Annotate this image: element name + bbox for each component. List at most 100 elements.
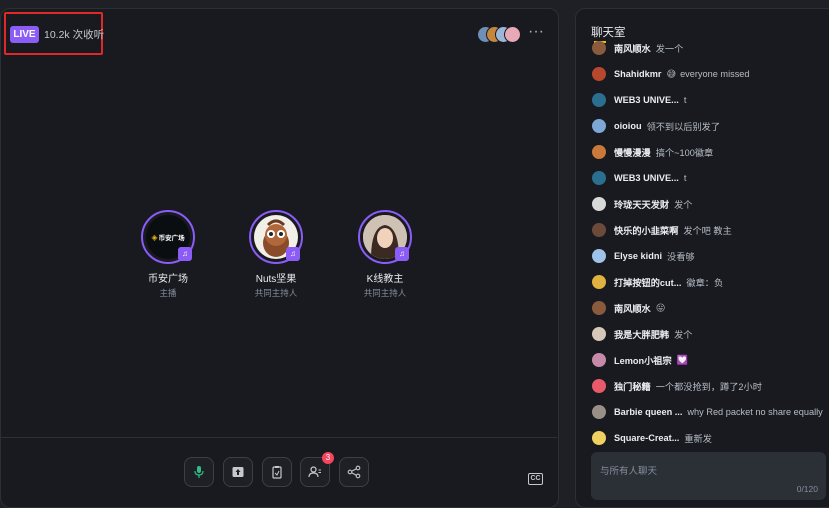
chat-username[interactable]: 南风顺水 [614, 304, 651, 314]
chat-user-avatar[interactable] [592, 405, 606, 419]
chat-username[interactable]: WEB3 UNIVE... [614, 95, 679, 105]
speaker-avatar-ring: ♫ [249, 210, 303, 264]
chat-user-avatar[interactable] [592, 275, 606, 289]
speaker-cohost-2[interactable]: ♫ K线教主 共同主持人 [345, 210, 425, 299]
chat-user-avatar[interactable] [592, 223, 606, 237]
chat-user-avatar[interactable] [592, 249, 606, 263]
chat-message: oioiou 领不到以后别发了 [592, 118, 720, 134]
microphone-button[interactable] [184, 457, 214, 487]
chat-message: Elyse kidni 没看够 [592, 248, 695, 264]
share-button[interactable] [339, 457, 369, 487]
listener-avatar [504, 26, 521, 43]
microphone-icon [194, 466, 204, 478]
chat-message: Lemon小祖宗 💟 [592, 352, 692, 368]
chat-message-text: 一个都没抢到，蹲了2小时 [655, 382, 762, 392]
speaker-cohost-1[interactable]: ♫ Nuts坚果 共同主持人 [236, 210, 316, 299]
listener-avatars[interactable] [477, 26, 521, 43]
chat-message-text: 发个 [674, 200, 693, 210]
chat-message-text: 发个吧 教主 [683, 226, 732, 236]
upload-icon [232, 467, 244, 477]
chat-username[interactable]: Lemon小祖宗 [614, 356, 672, 366]
chat-message: 慢慢漫漫搞个~100徽章 [592, 144, 713, 160]
chat-user-avatar[interactable] [592, 119, 606, 133]
chat-emoji: 💟 [676, 354, 689, 365]
speaker-host[interactable]: ◈ 币安广场 ♫ 币安广场 主播 [128, 210, 208, 299]
upload-button[interactable] [223, 457, 253, 487]
speaking-mic-icon: ♫ [286, 247, 300, 261]
more-dots-icon[interactable]: ··· [528, 23, 544, 40]
chat-username[interactable]: 慢慢漫漫 [614, 148, 651, 158]
chat-emoji: 😛 [655, 302, 666, 313]
chat-message-text: why Red packet no share equally [687, 407, 823, 417]
chat-username[interactable]: Square-Creat... [614, 433, 680, 443]
participants-button[interactable]: 3 [300, 452, 334, 487]
chat-message: 玲珑天天发财发个 [592, 196, 693, 212]
chat-message-text: 领不到以后别发了 [646, 122, 721, 132]
chat-username[interactable]: 打掉按钮的cut... [614, 278, 682, 288]
participants-badge: 3 [322, 452, 334, 464]
speaker-name: 币安广场 [148, 274, 188, 285]
chat-username[interactable]: oioiou [614, 121, 642, 131]
chat-message: 打掉按钮的cut... 徽章：负 [592, 274, 723, 290]
chat-user-avatar[interactable] [592, 171, 606, 185]
chat-user-avatar[interactable] [592, 41, 606, 55]
chat-user-avatar[interactable] [592, 301, 606, 315]
speaking-mic-icon: ♫ [178, 247, 192, 261]
chat-user-avatar[interactable] [592, 379, 606, 393]
speaker-role: 主播 [159, 288, 177, 298]
chat-username[interactable]: 快乐的小韭菜啊 [614, 226, 679, 236]
chat-char-count: 0/120 [796, 484, 818, 494]
listener-count: 10.2k 次收听 [44, 29, 105, 41]
speaking-mic-icon: ♫ [395, 247, 409, 261]
chat-input-placeholder: 与所有人聊天 [600, 466, 658, 477]
chat-message: Barbie queen ... why Red packet no share … [592, 404, 823, 420]
chat-username[interactable]: 独门秘籍 [614, 382, 651, 392]
chat-message: Square-Creat... 重新发 [592, 430, 712, 446]
chat-emoji: 😅 [666, 68, 677, 79]
chat-message-text: t [683, 173, 687, 183]
chat-message: WEB3 UNIVE... t [592, 170, 686, 186]
chat-message-text: 重新发 [684, 434, 712, 444]
participants-icon [308, 466, 321, 478]
chat-user-avatar[interactable] [592, 93, 606, 107]
clipboard-button[interactable] [262, 457, 292, 487]
share-icon [347, 465, 361, 479]
chat-message: Shahidkmr 😅everyone missed [592, 66, 750, 82]
chat-user-avatar[interactable] [592, 431, 606, 445]
speaker-avatar [363, 215, 407, 259]
chat-user-avatar[interactable] [592, 327, 606, 341]
chat-username[interactable]: 南风顺水 [614, 44, 651, 54]
chat-message-text: 发个 [674, 330, 693, 340]
chat-username[interactable]: WEB3 UNIVE... [614, 173, 679, 183]
chat-message-text: everyone missed [680, 69, 750, 79]
clipboard-icon [272, 466, 282, 479]
chat-user-avatar[interactable] [592, 67, 606, 81]
chat-message-text: t [683, 95, 687, 105]
speaker-name: Nuts坚果 [255, 274, 297, 285]
chat-user-avatar[interactable] [592, 145, 606, 159]
chat-username[interactable]: 玲珑天天发财 [614, 200, 670, 210]
speaker-role: 共同主持人 [363, 288, 407, 298]
chat-input[interactable]: 与所有人聊天 0/120 [591, 452, 826, 500]
closed-captions-button[interactable]: CC [528, 473, 543, 485]
chat-username[interactable]: Barbie queen ... [614, 407, 683, 417]
chat-message: 我是大胖肥韩发个 [592, 326, 693, 342]
chat-message: 南风顺水发一个 [592, 40, 683, 56]
highlight-box [4, 12, 103, 55]
chat-message: 独门秘籍一个都没抢到，蹲了2小时 [592, 378, 762, 394]
divider [0, 437, 557, 438]
chat-user-avatar[interactable] [592, 353, 606, 367]
chat-message: 快乐的小韭菜啊发个吧 教主 [592, 222, 732, 238]
chat-username[interactable]: 我是大胖肥韩 [614, 330, 670, 340]
chat-message-text: 没看够 [667, 252, 695, 262]
speaker-role: 共同主持人 [254, 288, 298, 298]
chat-user-avatar[interactable] [592, 197, 606, 211]
chat-username[interactable]: Elyse kidni [614, 251, 663, 261]
live-badge: LIVE [10, 26, 39, 43]
chat-title: 聊天室 [591, 27, 626, 39]
chat-message-text: 徽章：负 [686, 278, 724, 288]
chat-username[interactable]: Shahidkmr [614, 69, 662, 79]
speaker-name: K线教主 [366, 274, 404, 285]
speaker-avatar-ring: ♫ [358, 210, 412, 264]
